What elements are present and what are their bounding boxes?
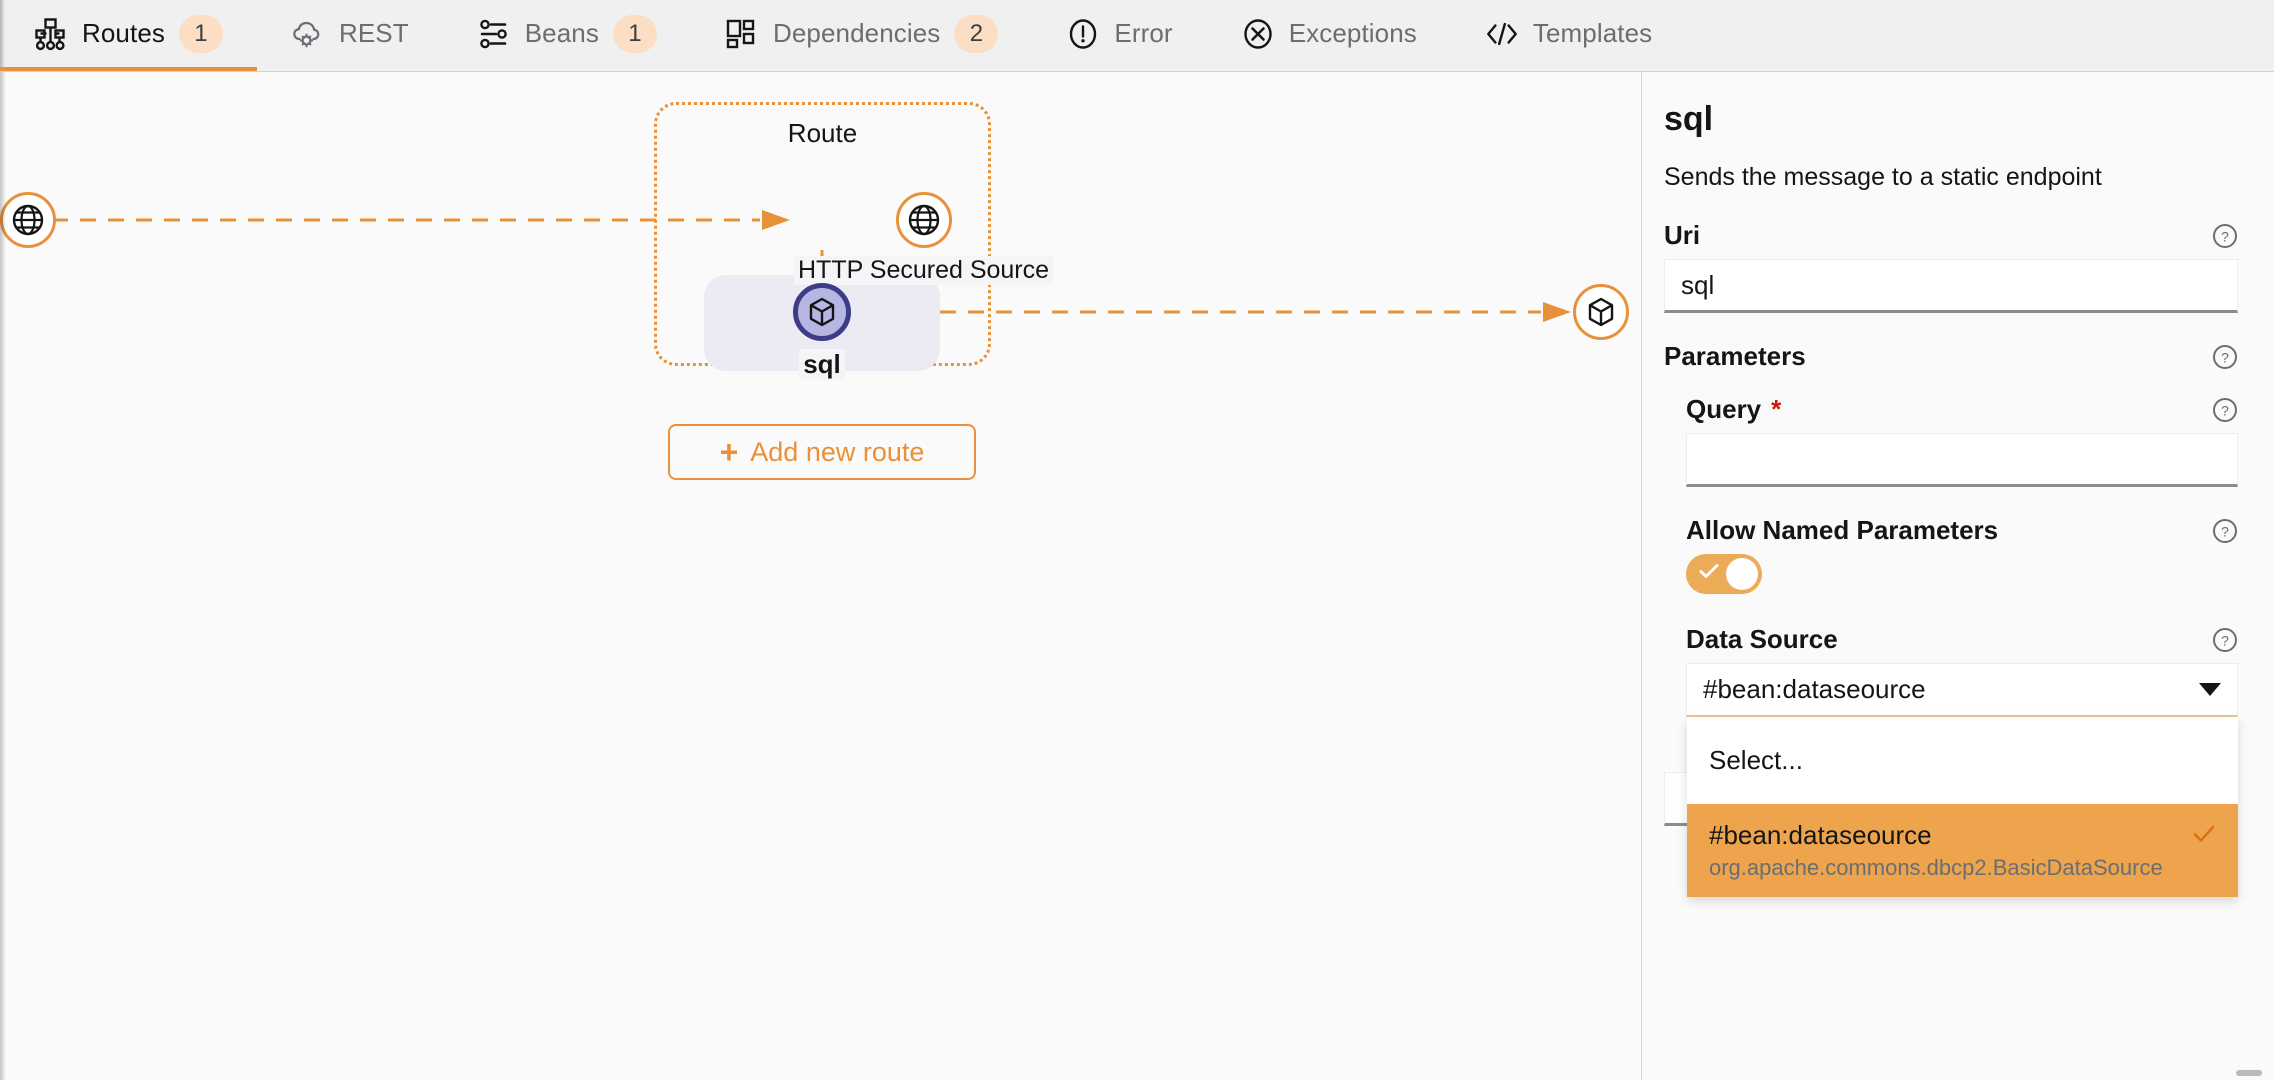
tab-label-rest: REST xyxy=(338,18,409,48)
allow-named-parameters-toggle[interactable] xyxy=(1686,554,1762,594)
tab-label-exceptions: Exceptions xyxy=(1288,18,1417,48)
check-icon xyxy=(1699,563,1719,584)
step-node-sql[interactable]: sql xyxy=(793,283,851,380)
tab-error[interactable]: Error xyxy=(1032,0,1206,71)
panel-description: Sends the message to a static endpoint xyxy=(1664,163,2102,191)
data-source-row: Data Source ? xyxy=(1686,624,2238,655)
source-node-label: HTTP Secured Source xyxy=(794,256,1054,285)
option-label: Select... xyxy=(1709,745,1803,775)
help-icon[interactable]: ? xyxy=(2212,627,2238,653)
cube-icon[interactable] xyxy=(793,283,851,341)
globe-icon[interactable] xyxy=(895,192,952,248)
exit-node[interactable] xyxy=(1573,284,1629,340)
data-source-selected-value: #bean:dataseource xyxy=(1703,674,1926,704)
data-source-label: Data Source xyxy=(1686,624,1838,654)
tab-rest[interactable]: REST xyxy=(257,0,443,71)
tab-label-routes: Routes xyxy=(82,18,165,48)
allow-named-parameters-label: Allow Named Parameters xyxy=(1686,515,1999,545)
tab-badge-dependencies: 2 xyxy=(954,14,999,53)
tab-badge-routes: 1 xyxy=(178,14,223,53)
route-group-title: Route xyxy=(787,118,858,148)
blocks-icon xyxy=(725,17,759,51)
help-icon[interactable]: ? xyxy=(2212,223,2238,249)
add-new-route-button[interactable]: + Add new route xyxy=(668,424,976,480)
route-canvas[interactable]: Route xyxy=(0,72,1641,1080)
tab-label-dependencies: Dependencies xyxy=(772,18,941,48)
entry-node[interactable] xyxy=(0,192,56,248)
query-field-row: Query * ? xyxy=(1686,394,2238,425)
uri-label: Uri xyxy=(1664,220,1701,250)
exclamation-circle-icon xyxy=(1066,17,1100,51)
check-icon xyxy=(2192,820,2216,854)
times-circle-icon xyxy=(1241,17,1275,51)
option-sublabel: org.apache.commons.dbcp2.BasicDataSource xyxy=(1709,855,2163,880)
source-node-http-secured-source[interactable]: HTTP Secured Source xyxy=(794,192,1054,285)
query-label-text: Query xyxy=(1686,394,1762,424)
sliders-icon xyxy=(477,17,511,51)
data-source-option-bean-dataseource[interactable]: #bean:dataseource org.apache.commons.dbc… xyxy=(1687,804,2238,897)
data-source-options-menu[interactable]: Select... #bean:dataseource org.apache.c… xyxy=(1687,717,2238,897)
tabbar-left-edge-shadow xyxy=(0,0,5,71)
page-title: sql xyxy=(1664,100,1714,138)
uri-field-row: Uri ? xyxy=(1664,220,2238,251)
svg-text:?: ? xyxy=(2221,632,2229,648)
globe-icon[interactable] xyxy=(0,192,56,248)
query-input[interactable] xyxy=(1686,433,2238,487)
toggle-knob xyxy=(1726,558,1758,590)
svg-text:?: ? xyxy=(2221,523,2229,539)
help-icon[interactable]: ? xyxy=(2212,518,2238,544)
tab-dependencies[interactable]: Dependencies 2 xyxy=(691,0,1032,71)
properties-panel: sql Sends the message to a static endpoi… xyxy=(1641,72,2274,1080)
help-icon[interactable]: ? xyxy=(2212,397,2238,423)
cloud-gear-icon xyxy=(291,17,325,51)
tab-beans[interactable]: Beans 1 xyxy=(443,0,691,71)
svg-text:?: ? xyxy=(2221,402,2229,418)
data-source-select-wrap: #bean:dataseource Select... #bean:datase… xyxy=(1686,663,2238,897)
parameters-group: Query * ? Allow Named Parameters xyxy=(1664,394,2238,897)
data-source-option-select-placeholder[interactable]: Select... xyxy=(1687,717,2238,804)
required-marker: * xyxy=(1771,394,1782,424)
tab-label-error: Error xyxy=(1114,18,1173,48)
allow-named-parameters-row: Allow Named Parameters ? xyxy=(1686,515,2238,546)
canvas-left-shadow xyxy=(0,72,6,1080)
parameters-label: Parameters xyxy=(1664,341,1806,371)
tab-templates[interactable]: Templates xyxy=(1451,0,1686,71)
option-label: #bean:dataseource xyxy=(1709,820,1932,850)
data-source-select[interactable]: #bean:dataseource xyxy=(1686,663,2238,717)
tab-exceptions[interactable]: Exceptions xyxy=(1207,0,1451,71)
plus-icon: + xyxy=(719,434,739,470)
help-icon[interactable]: ? xyxy=(2212,344,2238,370)
svg-text:?: ? xyxy=(2221,228,2229,244)
uri-input[interactable] xyxy=(1664,259,2238,313)
tab-label-templates: Templates xyxy=(1532,18,1653,48)
parameters-section-row: Parameters ? xyxy=(1664,341,2238,372)
tab-badge-beans: 1 xyxy=(612,14,657,53)
tab-routes[interactable]: Routes 1 xyxy=(0,0,257,71)
main-body: Route xyxy=(0,72,2274,1080)
tab-label-beans: Beans xyxy=(524,18,599,48)
routes-tree-icon xyxy=(34,17,68,51)
chevron-down-icon[interactable] xyxy=(2199,683,2221,696)
panel-scrollbar[interactable] xyxy=(2236,1070,2262,1076)
add-new-route-label: Add new route xyxy=(750,436,925,467)
step-node-label: sql xyxy=(799,349,845,380)
svg-text:?: ? xyxy=(2221,349,2229,365)
code-icon xyxy=(1485,17,1519,51)
query-label: Query * xyxy=(1686,394,1781,425)
cube-icon[interactable] xyxy=(1573,284,1629,340)
top-tab-bar: Routes 1 REST xyxy=(0,0,2274,72)
